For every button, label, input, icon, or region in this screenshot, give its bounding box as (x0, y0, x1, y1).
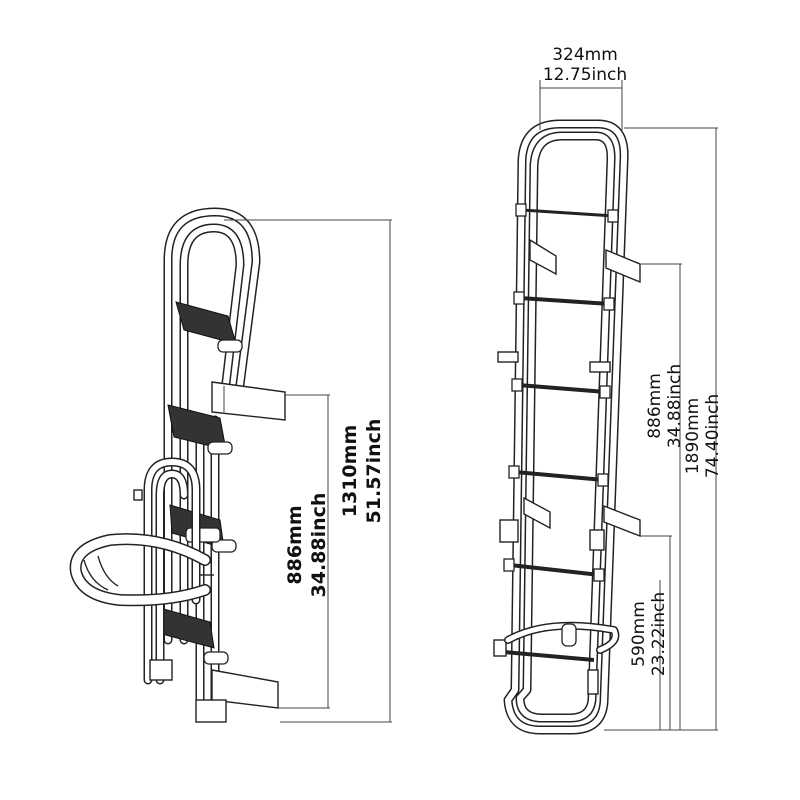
right-width-mm: 324mm (552, 45, 618, 65)
right-upper-height-mm: 886mm (645, 373, 665, 439)
right-dimension-lines (539, 80, 718, 731)
left-upper-height-mm: 886mm (284, 505, 306, 584)
right-width-inch: 12.75inch (543, 65, 627, 85)
left-ladder-drawing (69, 207, 286, 723)
right-upper-height-inch: 34.88inch (665, 364, 685, 448)
right-ladder-drawing (493, 119, 641, 735)
right-lower-height-mm: 590mm (629, 601, 649, 667)
left-total-height-inch: 51.57inch (363, 419, 385, 524)
left-upper-height-inch: 34.88inch (308, 493, 330, 598)
right-total-height-inch: 74.40inch (703, 394, 723, 478)
left-dimension-lines (224, 219, 392, 723)
left-total-height-mm: 1310mm (339, 425, 361, 517)
right-lower-height-inch: 23.22inch (649, 592, 669, 676)
right-total-height-mm: 1890mm (683, 398, 703, 474)
